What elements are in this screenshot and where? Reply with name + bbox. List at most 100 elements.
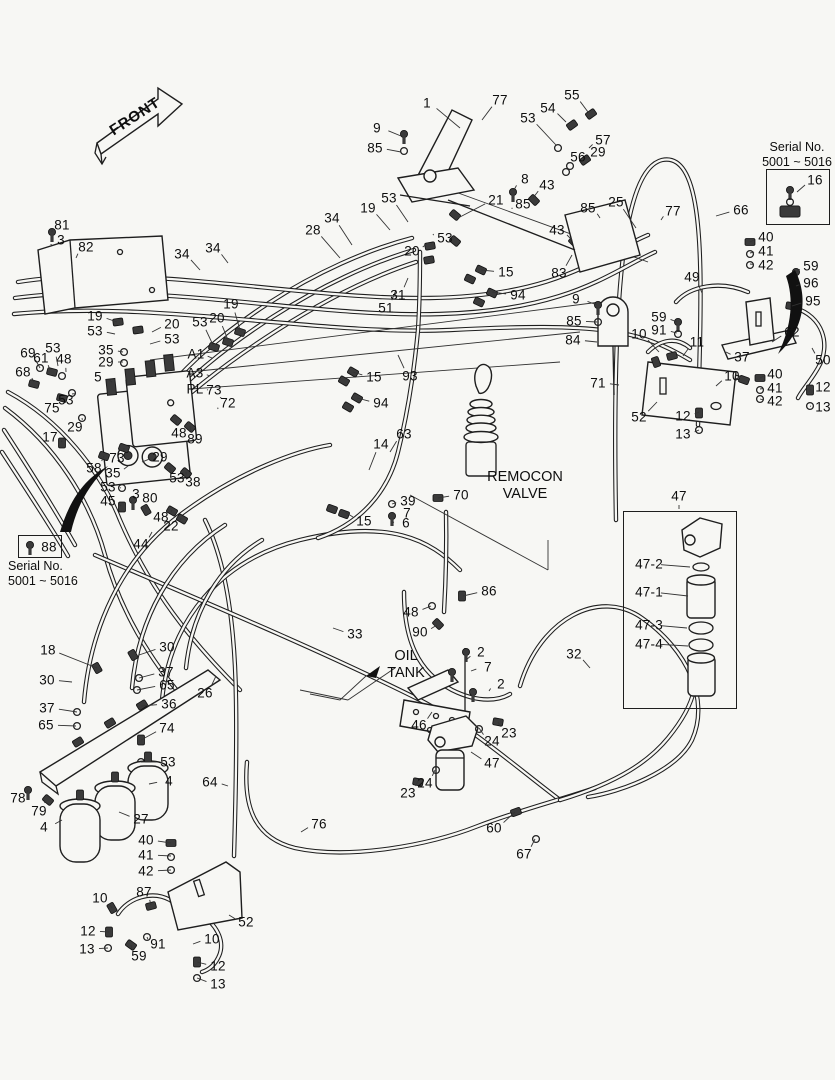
callout-54: 54: [540, 100, 556, 116]
leader-line-57: [588, 144, 593, 149]
leader-line-43: [566, 234, 573, 241]
callout-89: 89: [187, 431, 203, 447]
callout-49: 49: [684, 269, 700, 285]
callout-45: 45: [100, 493, 116, 509]
serial-note-left: Serial No. 5001 ~ 5016: [8, 559, 98, 589]
callout-29: 29: [590, 144, 606, 160]
leader-line-31: [403, 277, 409, 288]
leader-line-33: [332, 627, 344, 633]
callout-27: 27: [133, 811, 149, 827]
callout-3: 3: [57, 232, 65, 248]
callout-43: 43: [549, 222, 565, 238]
callout-73: 73: [206, 382, 222, 398]
leader-line-3: [129, 500, 133, 503]
callout-61: 61: [33, 350, 49, 366]
leader-line-43: [532, 190, 539, 199]
callout-9: 9: [373, 120, 381, 136]
leader-line-23: [415, 780, 419, 787]
leader-line-60: [503, 811, 516, 823]
leader-line-59: [130, 944, 133, 949]
leader-line-1: [436, 108, 461, 129]
callout-70: 70: [453, 487, 469, 503]
leader-line-96: [795, 284, 800, 287]
leader-line-53: [106, 331, 116, 335]
callout-57: 57: [595, 132, 611, 148]
callout-34: 34: [324, 210, 340, 226]
callout-69: 69: [20, 345, 36, 361]
callout-72: 72: [220, 395, 236, 411]
leader-line-69: [35, 359, 41, 369]
leader-line-27: [118, 811, 130, 817]
callout-23: 23: [400, 785, 416, 801]
callout-47-2: 47-2: [635, 556, 663, 572]
serial-note-top-line1: Serial No.: [769, 140, 825, 154]
leader-line-34: [190, 259, 201, 271]
leader-line-63: [389, 440, 398, 453]
callout-43: 43: [539, 177, 555, 193]
callout-52: 52: [238, 914, 254, 930]
leader-line-91: [670, 331, 678, 334]
callout-41: 41: [138, 847, 154, 863]
leader-line-29: [584, 155, 588, 160]
callout-62: 62: [784, 324, 800, 340]
callout-53: 53: [381, 190, 397, 206]
leader-line-75: [60, 397, 63, 402]
callout-64: 64: [202, 774, 218, 790]
leader-line-10: [715, 380, 723, 387]
callout-42: 42: [767, 393, 783, 409]
leader-line-24: [478, 727, 484, 735]
remocon-valve-joystick: [463, 363, 499, 477]
callout-14: 14: [373, 436, 389, 452]
callout-26: 26: [197, 685, 213, 701]
callout-53: 53: [87, 323, 103, 339]
callout-33: 33: [347, 626, 363, 642]
leader-line-52: [647, 401, 658, 412]
leader-line-48: [422, 605, 432, 610]
oil-tank-label-line1: OIL: [394, 648, 418, 664]
callout-87: 87: [136, 884, 152, 900]
leader-line-94: [356, 397, 370, 402]
callout-40: 40: [767, 366, 783, 382]
callout-65: 65: [38, 717, 54, 733]
leader-line-47-3: [660, 625, 688, 629]
leader-line-20: [422, 242, 429, 248]
callout-86: 86: [481, 583, 497, 599]
callout-76: 76: [311, 816, 327, 832]
callout-29: 29: [152, 449, 168, 465]
leader-line-74: [140, 731, 157, 741]
leader-line-84: [584, 340, 598, 343]
serial-note-top: Serial No. 5001 ~ 5016: [756, 140, 835, 170]
callout-48: 48: [171, 425, 187, 441]
leader-line-4: [148, 781, 158, 785]
callout-74: 74: [159, 720, 175, 736]
callout-94: 94: [510, 287, 526, 303]
callout-59: 59: [651, 309, 667, 325]
callout-34: 34: [174, 246, 190, 262]
callout-94: 94: [373, 395, 389, 411]
callout-24: 24: [484, 733, 500, 749]
leader-line-15: [352, 371, 363, 376]
callout-47-3: 47-3: [635, 617, 663, 633]
bracket-62: [721, 238, 815, 411]
callout-63: 63: [396, 426, 412, 442]
callout-37: 37: [734, 349, 750, 365]
callout-6: 6: [402, 515, 410, 531]
callout-42: 42: [758, 257, 774, 273]
leader-line-37: [138, 673, 155, 679]
leader-line-65: [136, 686, 156, 691]
leader-line-11: [682, 348, 689, 357]
leader-line-77: [660, 216, 664, 221]
callout-44: 44: [133, 536, 149, 552]
callout-19: 19: [87, 308, 103, 324]
leader-line-78: [26, 789, 29, 793]
callout-30: 30: [39, 672, 55, 688]
oil-tank-label-line2: TANK: [387, 665, 425, 681]
leader-line-18: [59, 652, 98, 669]
callout-36: 36: [161, 696, 177, 712]
leader-line-52: [228, 914, 236, 919]
leader-line-54: [557, 113, 567, 123]
leader-line-47: [470, 751, 482, 760]
callout-4: 4: [40, 819, 48, 835]
callout-37: 37: [158, 664, 174, 680]
callout-13: 13: [815, 399, 831, 415]
